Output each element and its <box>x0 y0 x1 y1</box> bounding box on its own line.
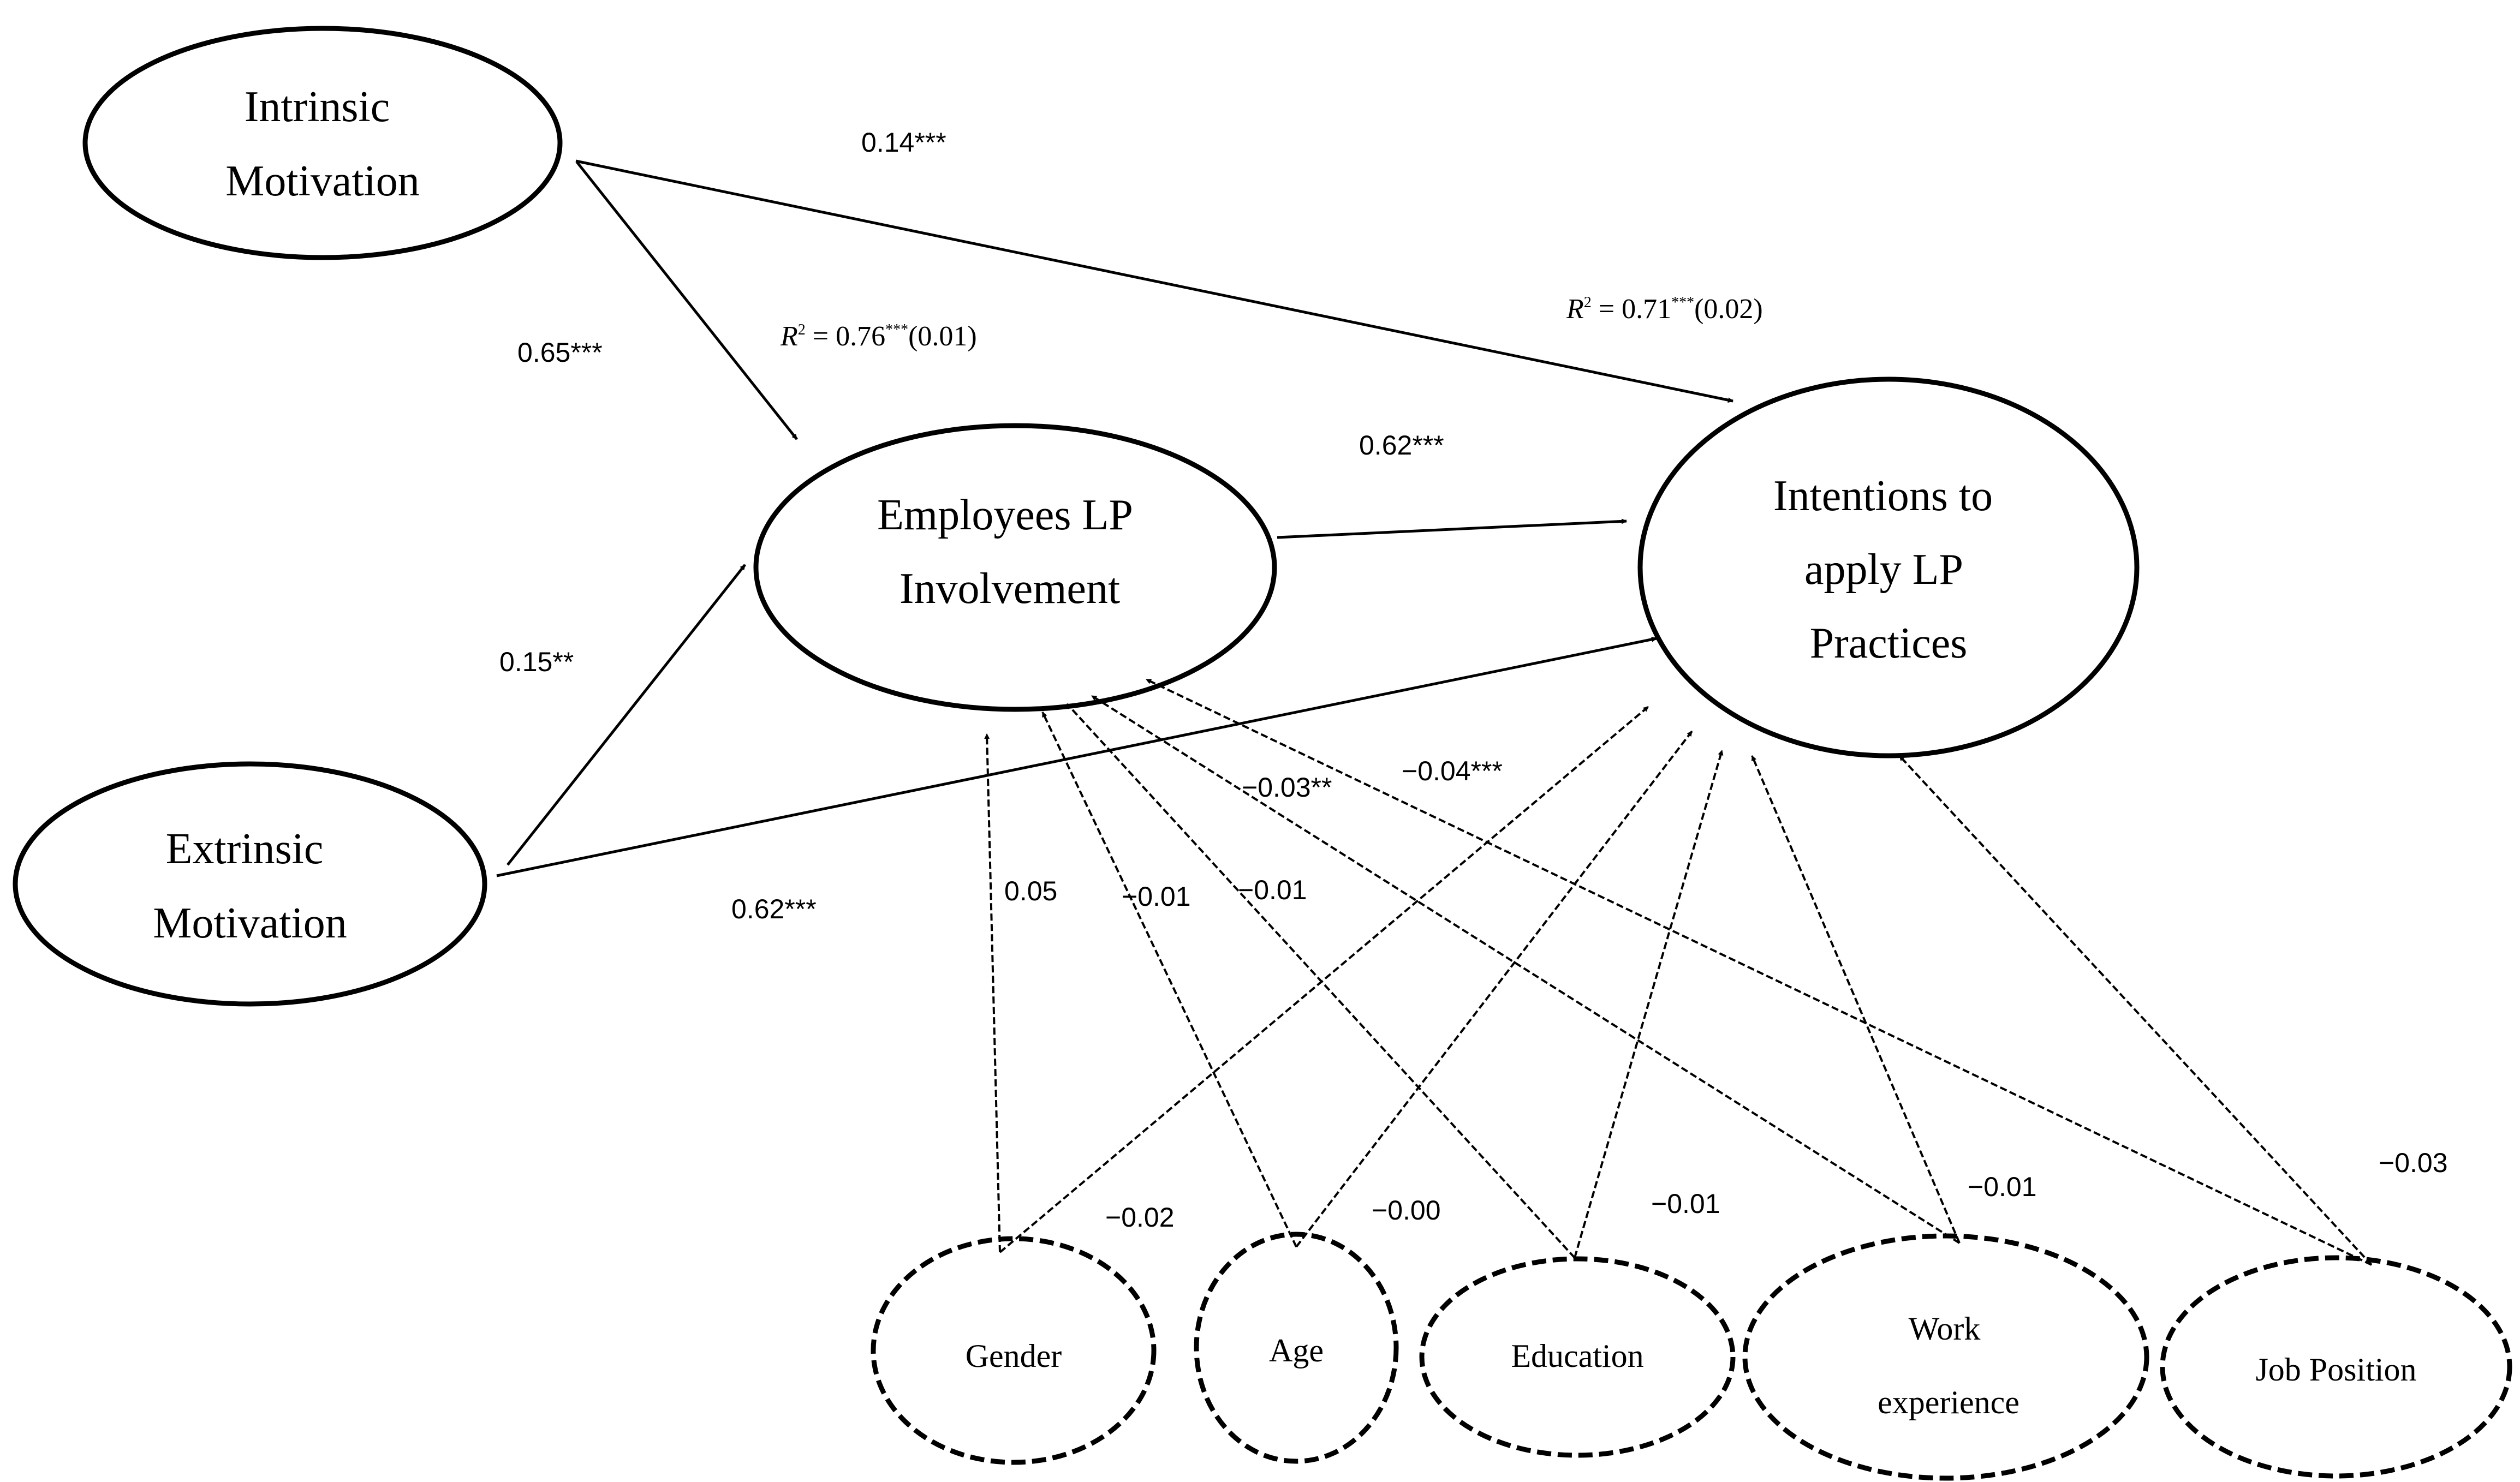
arrow-work-to-intentions <box>1751 755 1961 1244</box>
work-experience-label: Work experience <box>1878 1311 2019 1420</box>
intentions-ellipse <box>1637 377 2140 758</box>
extrinsic-motivation-label: Extrinsic Motivation <box>153 825 347 947</box>
arrow-age-to-intentions <box>1295 730 1693 1248</box>
job-position-label: Job Position <box>2255 1352 2416 1388</box>
coef-job-to-intentions: −0.03 <box>2379 1148 2448 1178</box>
employees-involvement-ellipse <box>753 423 1277 712</box>
coef-job-to-involvement: −0.04*** <box>1402 756 1503 786</box>
coef-extrinsic-to-involvement: 0.15** <box>499 647 574 677</box>
job-position-ellipse <box>2160 1255 2512 1479</box>
coef-intrinsic-to-intentions: 0.14*** <box>861 127 946 158</box>
arrow-intrinsic-to-intentions <box>575 159 1733 403</box>
arrow-job-to-intentions <box>1898 755 2373 1266</box>
age-label: Age <box>1269 1332 1324 1369</box>
arrow-extrinsic-to-intentions <box>496 636 1657 877</box>
gender-label: Gender <box>966 1338 1062 1374</box>
arrow-gender-to-involvement <box>984 733 1001 1253</box>
coef-work-to-involvement: −0.03** <box>1242 772 1332 803</box>
coef-education-to-intentions: −0.01 <box>1651 1188 1720 1219</box>
r-squared-involvement: R2 = 0.76***(0.01) <box>780 321 977 352</box>
gender-ellipse <box>871 1236 1157 1465</box>
coef-gender-to-involvement: 0.05 <box>1004 876 1057 906</box>
coef-extrinsic-to-intentions: 0.62*** <box>731 894 817 924</box>
intrinsic-motivation-label: Intrinsic Motivation <box>225 83 420 205</box>
arrow-age-to-involvement <box>1041 712 1297 1247</box>
coef-work-to-intentions: −0.01 <box>1968 1172 2037 1202</box>
arrow-education-to-intentions <box>1574 750 1724 1258</box>
extrinsic-motivation-ellipse <box>13 761 487 1007</box>
coef-education-to-involvement: −0.01 <box>1238 875 1307 905</box>
intrinsic-motivation-ellipse <box>82 26 563 260</box>
education-ellipse <box>1419 1256 1736 1458</box>
r-squared-intentions: R2 = 0.71***(0.02) <box>1566 294 1763 325</box>
arrow-gender-to-intentions <box>999 706 1649 1253</box>
education-label: Education <box>1511 1338 1643 1374</box>
work-experience-ellipse <box>1742 1233 2149 1481</box>
arrow-extrinsic-to-involvement <box>507 564 746 866</box>
coef-involvement-to-intentions: 0.62*** <box>1359 430 1444 461</box>
coef-age-to-involvement: −0.01 <box>1122 881 1191 912</box>
intentions-label: Intentions to apply LP Practices <box>1773 472 2004 667</box>
arrow-intrinsic-to-involvement <box>576 161 798 440</box>
coef-age-to-intentions: −0.00 <box>1372 1195 1441 1226</box>
employees-involvement-label: Employees LP Involvement <box>877 491 1142 613</box>
coef-gender-to-intentions: −0.02 <box>1105 1202 1175 1233</box>
arrow-involvement-to-intentions <box>1277 518 1627 539</box>
arrow-work-to-involvement <box>1091 695 1961 1244</box>
arrow-job-to-involvement <box>1146 678 2372 1266</box>
age-ellipse <box>1194 1232 1399 1464</box>
coef-intrinsic-to-involvement: 0.65*** <box>517 337 603 368</box>
